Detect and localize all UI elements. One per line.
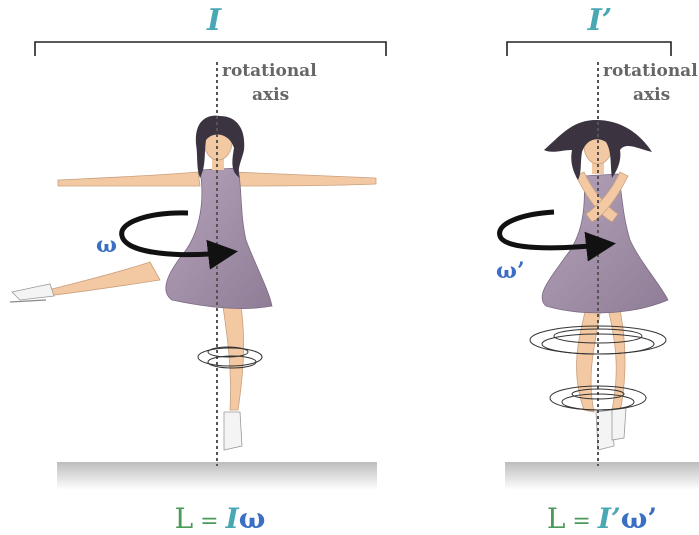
- left-eq-equals: =: [193, 509, 225, 534]
- left-eq-omega: ω: [239, 502, 266, 535]
- left-ice-surface: [57, 462, 377, 490]
- right-equation: L = I’ω’: [547, 502, 657, 535]
- left-skater-figure: [9, 115, 377, 451]
- right-panel: I’ rotational axis ω’: [496, 3, 699, 535]
- left-panel: I rotational axis: [9, 3, 387, 535]
- right-moment-label: I’: [587, 3, 612, 38]
- left-axis-label-line2: axis: [252, 85, 289, 105]
- left-axis-label-line1: rotational: [222, 61, 317, 81]
- right-rotation-arrow: [497, 209, 616, 262]
- left-spin-lines: [197, 346, 263, 369]
- right-eq-I: I’: [597, 502, 621, 535]
- right-ice-surface: [505, 462, 699, 490]
- left-rotation-arrow: [119, 210, 238, 270]
- left-omega-label: ω: [96, 232, 117, 258]
- right-axis-label-line2: axis: [633, 85, 670, 105]
- right-omega-label: ω’: [496, 258, 525, 284]
- right-spin-lines: [529, 325, 667, 411]
- left-eq-I: I: [225, 502, 240, 535]
- left-moment-label: I: [206, 3, 222, 38]
- right-eq-L: L: [547, 502, 566, 535]
- left-moment-bracket: [34, 41, 387, 56]
- right-eq-omega: ω’: [621, 502, 657, 535]
- right-axis-label-line1: rotational: [603, 61, 698, 81]
- right-skater-figure: [541, 120, 669, 451]
- right-eq-equals: =: [565, 509, 597, 534]
- left-eq-L: L: [175, 502, 194, 535]
- right-moment-bracket: [506, 41, 672, 56]
- left-equation: L = Iω: [175, 502, 266, 535]
